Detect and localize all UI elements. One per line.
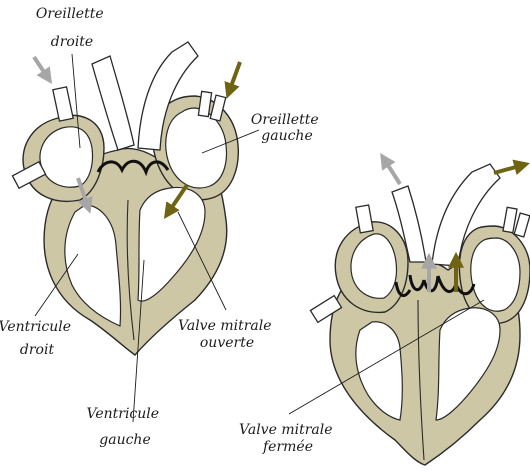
arrow-gray-in-top — [34, 57, 48, 78]
arrow-gray-out — [384, 159, 400, 184]
arrow-olive-in — [229, 62, 240, 92]
arrow-olive-out — [494, 165, 523, 173]
label-ventricule-droit: Ventricule droit — [0, 319, 76, 358]
label-valve-mitrale-ouverte: Valve mitrale ouverte — [178, 318, 276, 351]
label-ventricule-gauche: Ventricule gauche — [87, 406, 164, 448]
label-oreillette-droite: Oreillette droite — [36, 6, 108, 50]
heart-valve-closed — [310, 159, 530, 465]
label-oreillette-gauche: Oreillette gauche — [251, 112, 323, 144]
label-valve-mitrale-fermee: Valve mitrale fermée — [239, 422, 337, 455]
heart-valve-open — [12, 42, 240, 355]
